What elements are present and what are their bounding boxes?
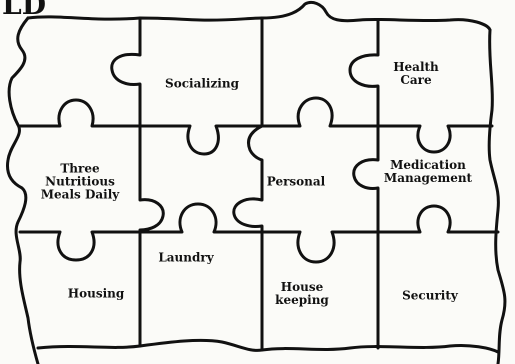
piece-label-personal: Personal (267, 176, 325, 189)
outer-border-right (489, 30, 505, 364)
outer-border-top (28, 2, 490, 30)
piece-label-three-nutritious-meals: Three Nutritious Meals Daily (41, 163, 119, 202)
piece-label-house-keeping: House keeping (275, 281, 329, 307)
piece-label-medication-management: Medication Management (384, 159, 472, 185)
seam-vertical-3 (350, 20, 378, 348)
outer-border-bottom (38, 340, 498, 352)
piece-label-laundry: Laundry (158, 252, 213, 265)
seam-horizontal-1 (20, 98, 492, 154)
piece-label-health-care: Health Care (393, 61, 439, 87)
seam-vertical-2 (234, 18, 262, 350)
seam-horizontal-2 (20, 204, 498, 262)
piece-label-housing: Housing (68, 288, 125, 301)
piece-label-socializing: Socializing (165, 78, 239, 91)
outer-border-left (8, 18, 38, 364)
piece-label-security: Security (402, 290, 458, 303)
